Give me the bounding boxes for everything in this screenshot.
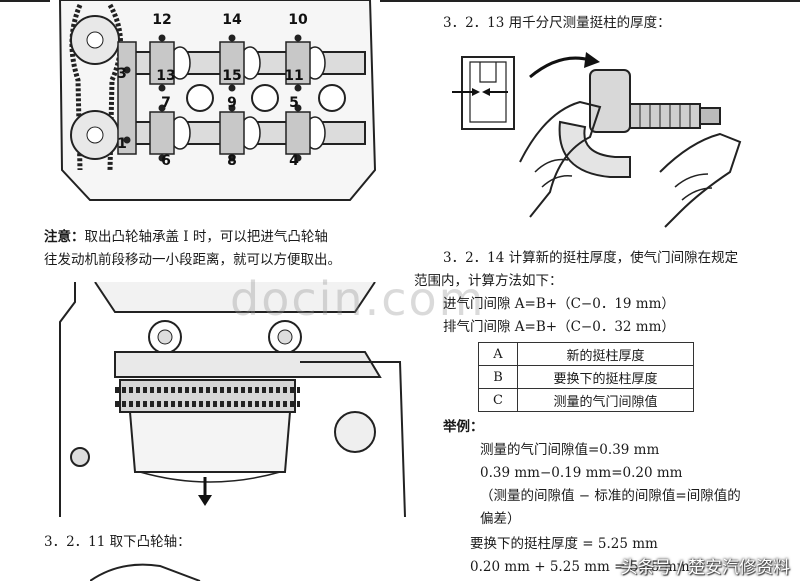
note-line-1: 注意：取出凸轮轴承盖 I 时，可以把进气凸轮轴 [44,228,328,246]
example-label: 举例： [443,419,484,435]
step-3-2-11: 3．2．11 取下凸轮轴： [44,534,191,550]
callout-12: 12 [152,12,171,28]
callout-8: 8 [227,153,237,169]
callout-14: 14 [222,12,242,28]
watermark: docin.com [230,272,486,326]
exhaust-formula: 排气门间隙 A=B+（C−0．32 mm） [443,319,675,335]
example-line-4: 偏差） [480,511,521,527]
table-key: B [478,365,518,389]
callout-4: 4 [289,153,299,169]
step-3-2-14-line-2: 范围内，计算方法如下： [414,273,563,289]
callout-3: 3 [117,66,127,82]
table-row: B 要换下的挺柱厚度 [478,365,694,389]
table-row: A 新的挺柱厚度 [478,342,694,366]
table-row: C 测量的气门间隙值 [478,388,694,412]
table-key: A [478,342,518,366]
step-3-2-13: 3．2．13 用千分尺测量挺柱的厚度： [443,15,671,31]
micrometer-measurement-diagram [450,42,750,232]
table-value: 要换下的挺柱厚度 [517,365,694,389]
note-line-2: 往发动机前段移动一小段距离，就可以方便取出。 [44,252,341,268]
example-line-3: （测量的间隙值 − 标准的间隙值=间隙值的 [480,488,741,504]
callout-6: 6 [161,153,171,169]
camshaft-removal-diagram [55,282,410,517]
callout-10: 10 [288,12,308,28]
example-line-5: 要换下的挺柱厚度 = 5.25 mm [470,536,658,552]
camshaft-partial-figure [90,563,201,581]
top-rule [0,0,800,2]
callout-15: 15 [222,68,241,84]
note-label: 注意： [44,229,85,245]
example-line-1: 测量的气门间隙值=0.39 mm [480,442,660,458]
callout-5: 5 [289,95,299,111]
source-credit: 头条号 / 楚安汽修资料 [620,558,790,578]
callout-11: 11 [284,68,303,84]
example-line-2: 0.39 mm−0.19 mm=0.20 mm [480,465,683,481]
table-key: C [478,388,518,412]
table-value: 新的挺柱厚度 [517,342,694,366]
note-text-1: 取出凸轮轴承盖 I 时，可以把进气凸轮轴 [84,229,328,245]
variable-legend-table: A 新的挺柱厚度 B 要换下的挺柱厚度 C 测量的气门间隙值 [478,342,694,412]
callout-1: 1 [117,136,127,152]
callout-7: 7 [161,95,171,111]
intake-formula: 进气门间隙 A=B+（C−0．19 mm） [443,296,675,312]
example-line-6: 0.20 mm + 5.25 mm = 5.45 mm [470,559,690,575]
camshaft-cap-diagram: 12 14 10 3 13 15 11 7 9 5 1 6 8 4 [50,0,380,205]
callout-13: 13 [156,68,175,84]
callout-9: 9 [227,95,237,111]
step-3-2-14-line-1: 3．2．14 计算新的挺柱厚度，使气门间隙在规定 [443,250,739,266]
table-value: 测量的气门间隙值 [517,388,694,412]
